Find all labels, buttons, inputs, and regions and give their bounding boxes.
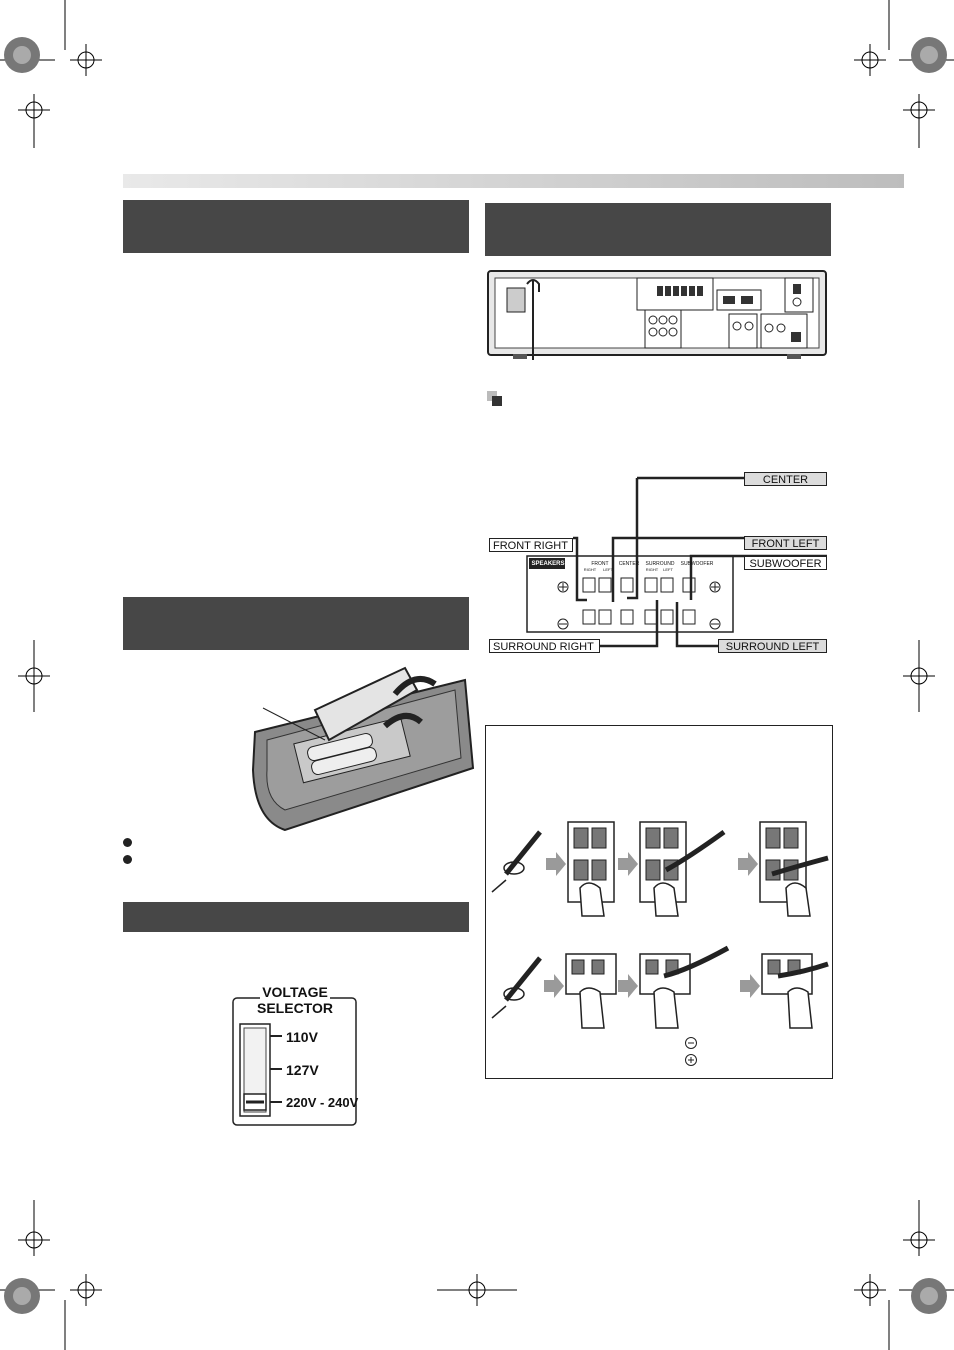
panel-right-text-front: RIGHT <box>583 567 597 572</box>
wire-connection-box <box>485 725 833 1079</box>
panel-surround-text: SURROUND <box>645 561 675 567</box>
voltage-selector-illustration <box>232 994 357 1126</box>
plus-symbol-icon <box>685 1054 697 1066</box>
panel-right-text-surround: RIGHT <box>645 567 659 572</box>
note-icon-1 <box>123 838 132 847</box>
sub-bullet-icon <box>487 391 502 406</box>
voltage-option-127: 127V <box>286 1062 319 1078</box>
voltage-selector-title-1: VOLTAGE <box>262 984 328 1000</box>
label-surround-left: SURROUND LEFT <box>718 639 827 653</box>
section-header-right-1 <box>485 203 831 256</box>
label-front-left: FRONT LEFT <box>744 536 827 550</box>
label-center: CENTER <box>744 472 827 486</box>
panel-front-text: FRONT <box>591 561 609 567</box>
section-header-left-3 <box>123 902 469 932</box>
label-subwoofer: SUBWOOFER <box>744 556 827 570</box>
section-header-left-1 <box>123 200 469 253</box>
voltage-option-110: 110V <box>286 1029 318 1045</box>
voltage-option-220-240: 220V - 240V <box>286 1095 359 1110</box>
top-gradient-bar <box>123 174 904 188</box>
note-icon-2 <box>123 855 132 864</box>
voltage-selector-title-2: SELECTOR <box>257 1000 333 1016</box>
minus-symbol-icon <box>685 1037 697 1049</box>
label-front-right: FRONT RIGHT <box>489 538 573 552</box>
remote-battery-illustration <box>251 666 475 832</box>
panel-speakers-text: SPEAKERS <box>531 561 565 567</box>
receiver-rear-panel <box>487 270 827 360</box>
panel-left-text-surround: LEFT <box>663 567 673 572</box>
wire-connection-steps-top <box>491 821 829 917</box>
section-header-left-2 <box>123 597 469 650</box>
panel-left-text-front: LEFT <box>603 567 613 572</box>
panel-center-text: CENTER <box>618 561 640 567</box>
wire-connection-steps-bottom <box>491 945 829 1029</box>
label-surround-right: SURROUND RIGHT <box>489 639 600 653</box>
panel-subwoofer-text: SUBWOOFER <box>680 561 714 567</box>
